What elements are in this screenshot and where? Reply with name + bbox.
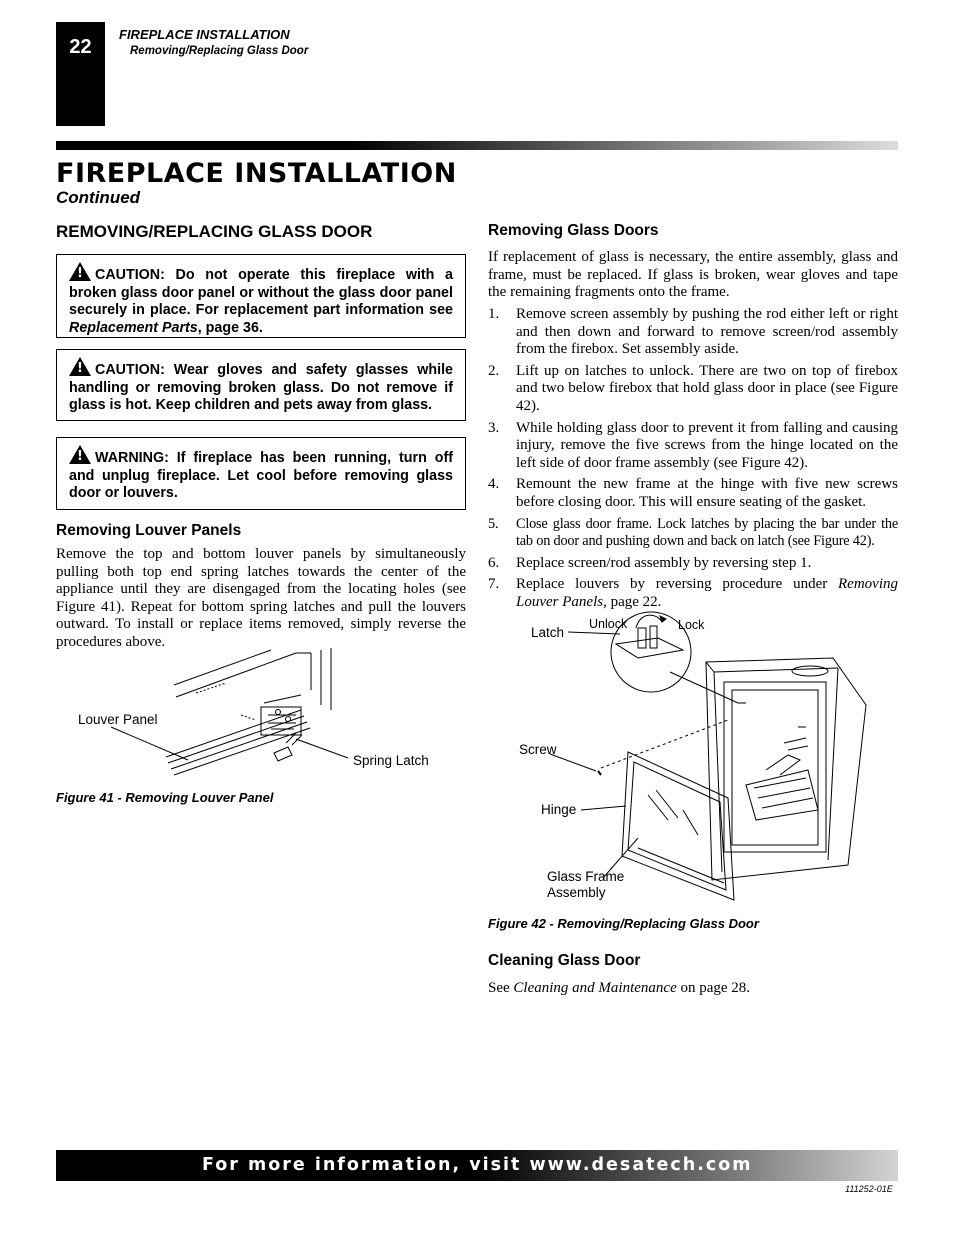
figure-42-caption: Figure 42 - Removing/Replacing Glass Doo…: [488, 916, 759, 931]
caution-1-tail: , page 36.: [197, 319, 263, 336]
doors-heading: Removing Glass Doors: [488, 222, 659, 239]
glass-frame-label-line1: Glass Frame: [547, 869, 625, 884]
cleaning-text: See Cleaning and Maintenance on page 28.: [488, 980, 751, 996]
warning-triangle-icon: [69, 445, 91, 466]
step-item: 2.Lift up on latches to unlock. There ar…: [488, 362, 898, 414]
step-item: 3.While holding glass door to prevent it…: [488, 419, 898, 471]
warning-triangle-icon: [69, 357, 91, 378]
screw-label: Screw: [519, 742, 557, 757]
glass-frame-leader: [602, 837, 639, 879]
glass-frame-label-line2: Assembly: [547, 885, 606, 900]
warning-box: WARNING: If fireplace has been running, …: [56, 437, 466, 510]
hinge-label: Hinge: [541, 802, 577, 817]
louver-paragraph: Remove the top and bottom louver panels …: [56, 546, 466, 650]
spring-latch-label: Spring Latch: [353, 753, 429, 768]
figure-41-caption: Figure 41 - Removing Louver Panel: [56, 790, 274, 805]
page-title: FIREPLACE INSTALLATION: [56, 158, 457, 189]
steps-list: 1.Remove screen assembly by pushing the …: [488, 306, 898, 616]
footer-bar: [56, 1150, 898, 1181]
doors-intro: If replacement of glass is necessary, th…: [488, 249, 898, 301]
figure-42-illustration: [549, 611, 867, 901]
caution-1-ref: Replacement Parts: [69, 319, 198, 336]
louver-panel-label: Louver Panel: [78, 712, 158, 727]
step-item: 4.Remount the new frame at the hinge wit…: [488, 476, 898, 510]
step-item: 7.Replace louvers by reversing procedure…: [488, 576, 898, 610]
footer-website-text: For more information, visit www.desatech…: [202, 1155, 753, 1175]
warning-text: WARNING: If fireplace has been running, …: [69, 450, 453, 501]
step-item: 5.Close glass door frame. Lock latches b…: [488, 515, 898, 550]
step-item: 1.Remove screen assembly by pushing the …: [488, 306, 898, 358]
caution-2-text: CAUTION: Wear gloves and safety glasses …: [69, 362, 453, 413]
screw-leader: [549, 753, 597, 772]
running-header-subsection: Removing/Replacing Glass Door: [130, 45, 309, 57]
document-number: 111252-01E: [845, 1184, 893, 1194]
continued-label: Continued: [56, 188, 141, 207]
caution-box-1: CAUTION: Do not operate this fireplace w…: [56, 254, 466, 338]
warning-triangle-icon: [69, 262, 91, 283]
page-number-tab: [56, 22, 105, 126]
spring-latch-leader: [295, 738, 349, 759]
section-heading: REMOVING/REPLACING GLASS DOOR: [56, 222, 373, 241]
latch-leader: [567, 631, 621, 635]
cleaning-heading: Cleaning Glass Door: [488, 952, 641, 969]
running-header-section: FIREPLACE INSTALLATION: [119, 27, 290, 42]
unlock-label: Unlock: [589, 617, 628, 631]
step-item: 6.Replace screen/rod assembly by reversi…: [488, 554, 812, 571]
caution-box-2: CAUTION: Wear gloves and safety glasses …: [56, 349, 466, 421]
figure-41-illustration: [110, 648, 349, 776]
latch-label: Latch: [531, 625, 565, 640]
header-rule: [56, 141, 898, 150]
caution-1-text: CAUTION: Do not operate this fireplace w…: [69, 267, 453, 318]
page-number: 22: [69, 36, 92, 58]
lock-label: Lock: [678, 618, 705, 632]
louver-heading: Removing Louver Panels: [56, 522, 242, 539]
louver-panel-leader: [110, 726, 189, 761]
hinge-leader: [580, 805, 627, 811]
